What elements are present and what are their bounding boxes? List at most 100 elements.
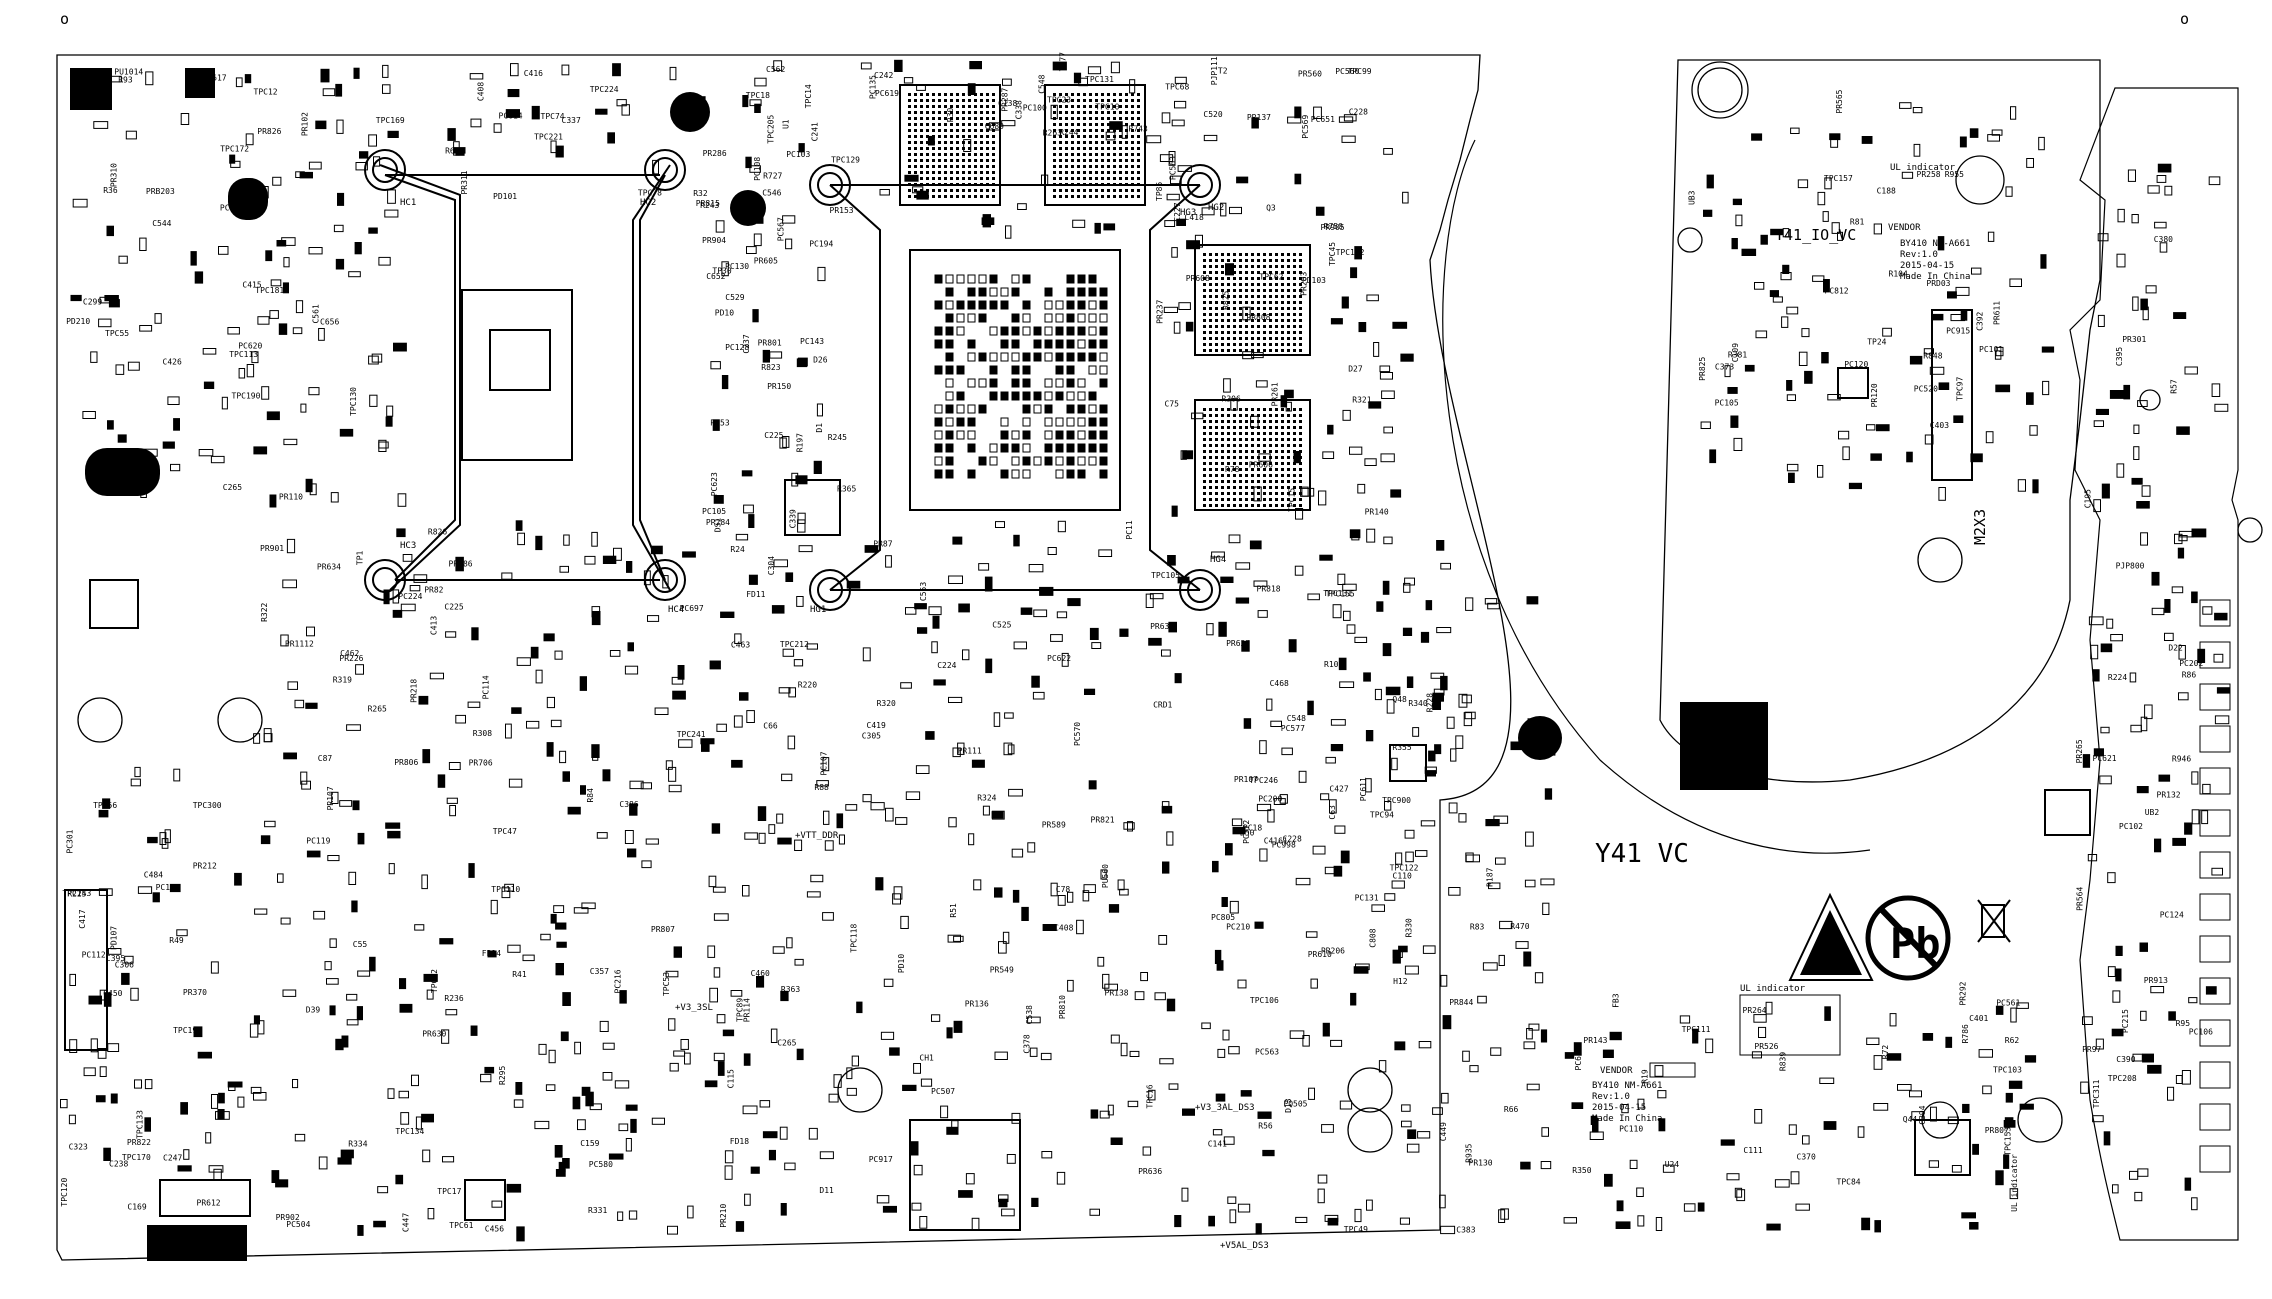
ref-designator: C689 [985, 122, 1004, 131]
ref-designator: R295 [498, 1066, 507, 1085]
ref-designator: Q48 [1392, 695, 1407, 704]
ref-designator: D39 [306, 1006, 321, 1015]
left-edge-connector [64, 889, 251, 1217]
ref-designator: PC100 [1023, 104, 1047, 113]
ref-designator: TPC84 [1837, 1178, 1861, 1187]
ref-designator: PC101 [1979, 345, 2003, 354]
ref-designator: PC135 [869, 75, 878, 99]
rail-label-v5al: +V5AL_DS3 [1220, 1241, 1269, 1251]
ref-designator: TPC241 [677, 730, 706, 739]
ref-designator: PC215 [2121, 1009, 2130, 1033]
ref-designator: C265 [777, 1039, 796, 1048]
ref-designator: PR97 [2082, 1045, 2101, 1054]
ref-designator: PC917 [869, 1155, 893, 1164]
ref-designator: PC617 [203, 73, 227, 82]
ref-designator: PD10 [715, 308, 734, 317]
ref-designator: PR114 [743, 998, 752, 1022]
ref-designator: PR107 [1234, 775, 1258, 784]
ref-designator: C141 [1208, 1140, 1227, 1149]
ref-designator: D22 [2168, 644, 2183, 653]
ref-designator: R88 [814, 783, 829, 792]
heatsink-hole-label: HC1 [400, 198, 416, 208]
ref-designator: TPC113 [229, 350, 258, 359]
ref-designator: C419 [867, 721, 886, 730]
ref-designator: Q44 [1903, 1115, 1918, 1124]
ref-designator: R381 [1728, 351, 1747, 360]
ref-designator: TPC153 [2004, 1127, 2013, 1156]
ref-designator: R727 [763, 172, 782, 181]
ref-designator: C561 [311, 304, 320, 323]
ref-designator: TPC103 [1993, 1066, 2022, 1075]
ref-designator: PC216 [613, 969, 622, 993]
ref-designator: R106 [1324, 660, 1343, 669]
ref-designator: PR636 [1138, 1167, 1162, 1176]
ref-designator: PR153 [830, 206, 854, 215]
ref-designator: PR1112 [285, 639, 314, 648]
ref-designator: C447 [401, 1213, 410, 1232]
ref-designator: PR904 [702, 236, 726, 245]
ref-designator: PR284 [706, 518, 730, 527]
ref-designator: TPC300 [193, 801, 222, 810]
ref-designator: UB3 [1688, 190, 1697, 205]
ref-designator: UL indicator [2010, 1154, 2019, 1212]
ref-designator: C520 [1203, 110, 1222, 119]
ref-designator: C55 [353, 940, 368, 949]
ref-designator: C305 [862, 731, 881, 740]
ref-designator: PC194 [809, 239, 833, 248]
ref-designator: R324 [977, 794, 996, 803]
ref-designator: FD18 [730, 1137, 749, 1146]
ref-designator: FB3 [1612, 993, 1621, 1008]
ref-designator: PR612 [197, 1198, 221, 1207]
ref-designator: PR150 [767, 382, 791, 391]
ref-designator: C380 [2154, 235, 2173, 244]
ref-designator: PC915 [1946, 327, 1970, 336]
vram-chips [899, 84, 1311, 511]
ref-designator: TPC94 [1370, 810, 1394, 819]
ref-designator: C111 [1743, 1146, 1762, 1155]
ref-designator: C110 [1393, 872, 1412, 881]
heatsink-hole-label: HC2 [640, 198, 656, 208]
ref-designator: R320 [877, 699, 896, 708]
ref-designator: TPC62 [430, 969, 439, 993]
ref-designator: R308 [473, 729, 492, 738]
ref-designator: PC507 [931, 1087, 955, 1096]
ref-designator: CH1 [919, 1054, 934, 1063]
ref-designator: U1 [781, 119, 790, 129]
ref-designator: R86 [2182, 670, 2197, 679]
ref-designator: PC805 [1211, 913, 1235, 922]
ref-designator: C460 [751, 969, 770, 978]
ref-designator: R66 [1504, 1105, 1519, 1114]
ref-designator: C225 [764, 431, 783, 440]
ref-designator: TPC246 [1249, 776, 1278, 785]
svg-text:Made In China: Made In China [1592, 1114, 1662, 1124]
ref-designator: PR140 [1365, 508, 1389, 517]
ref-designator: R41 [512, 970, 527, 979]
ref-designator: TPC105 [1151, 571, 1180, 580]
ref-designator: R187 [1486, 867, 1495, 886]
ref-designator: TPC134 [395, 1127, 424, 1136]
ref-designator: C109 [1731, 343, 1740, 362]
ref-designator: PR143 [1583, 1036, 1607, 1045]
ref-designator: R334 [348, 1139, 367, 1148]
ref-designator: TPC17 [437, 1187, 461, 1196]
ref-designator: C241 [811, 122, 820, 141]
ref-designator: R946 [2172, 755, 2191, 764]
ref-designator: C237 [742, 334, 751, 353]
ref-designator: C403 [1930, 421, 1949, 430]
svg-text:Rev:1.0: Rev:1.0 [1592, 1092, 1630, 1102]
ref-designator: C224 [937, 661, 956, 670]
ref-designator: PJP800 [2116, 561, 2145, 570]
ref-designator: TPC170 [122, 1153, 151, 1162]
ref-designator: C87 [318, 754, 333, 763]
ref-designator: R56 [1258, 1122, 1273, 1131]
ref-designator: R839 [1779, 1052, 1788, 1071]
ref-designator: PC70 [220, 204, 239, 213]
ref-designator: C808 [1369, 928, 1378, 947]
ref-designator: PC224 [398, 592, 422, 601]
ref-designator: PC580 [589, 1160, 613, 1169]
ref-designator: TPC99 [1348, 67, 1372, 76]
ref-designator: PR102 [300, 112, 309, 136]
ref-designator: C227 [1173, 202, 1182, 221]
ref-designator: C463 [731, 641, 750, 650]
ref-designator: R321 [1352, 395, 1371, 404]
